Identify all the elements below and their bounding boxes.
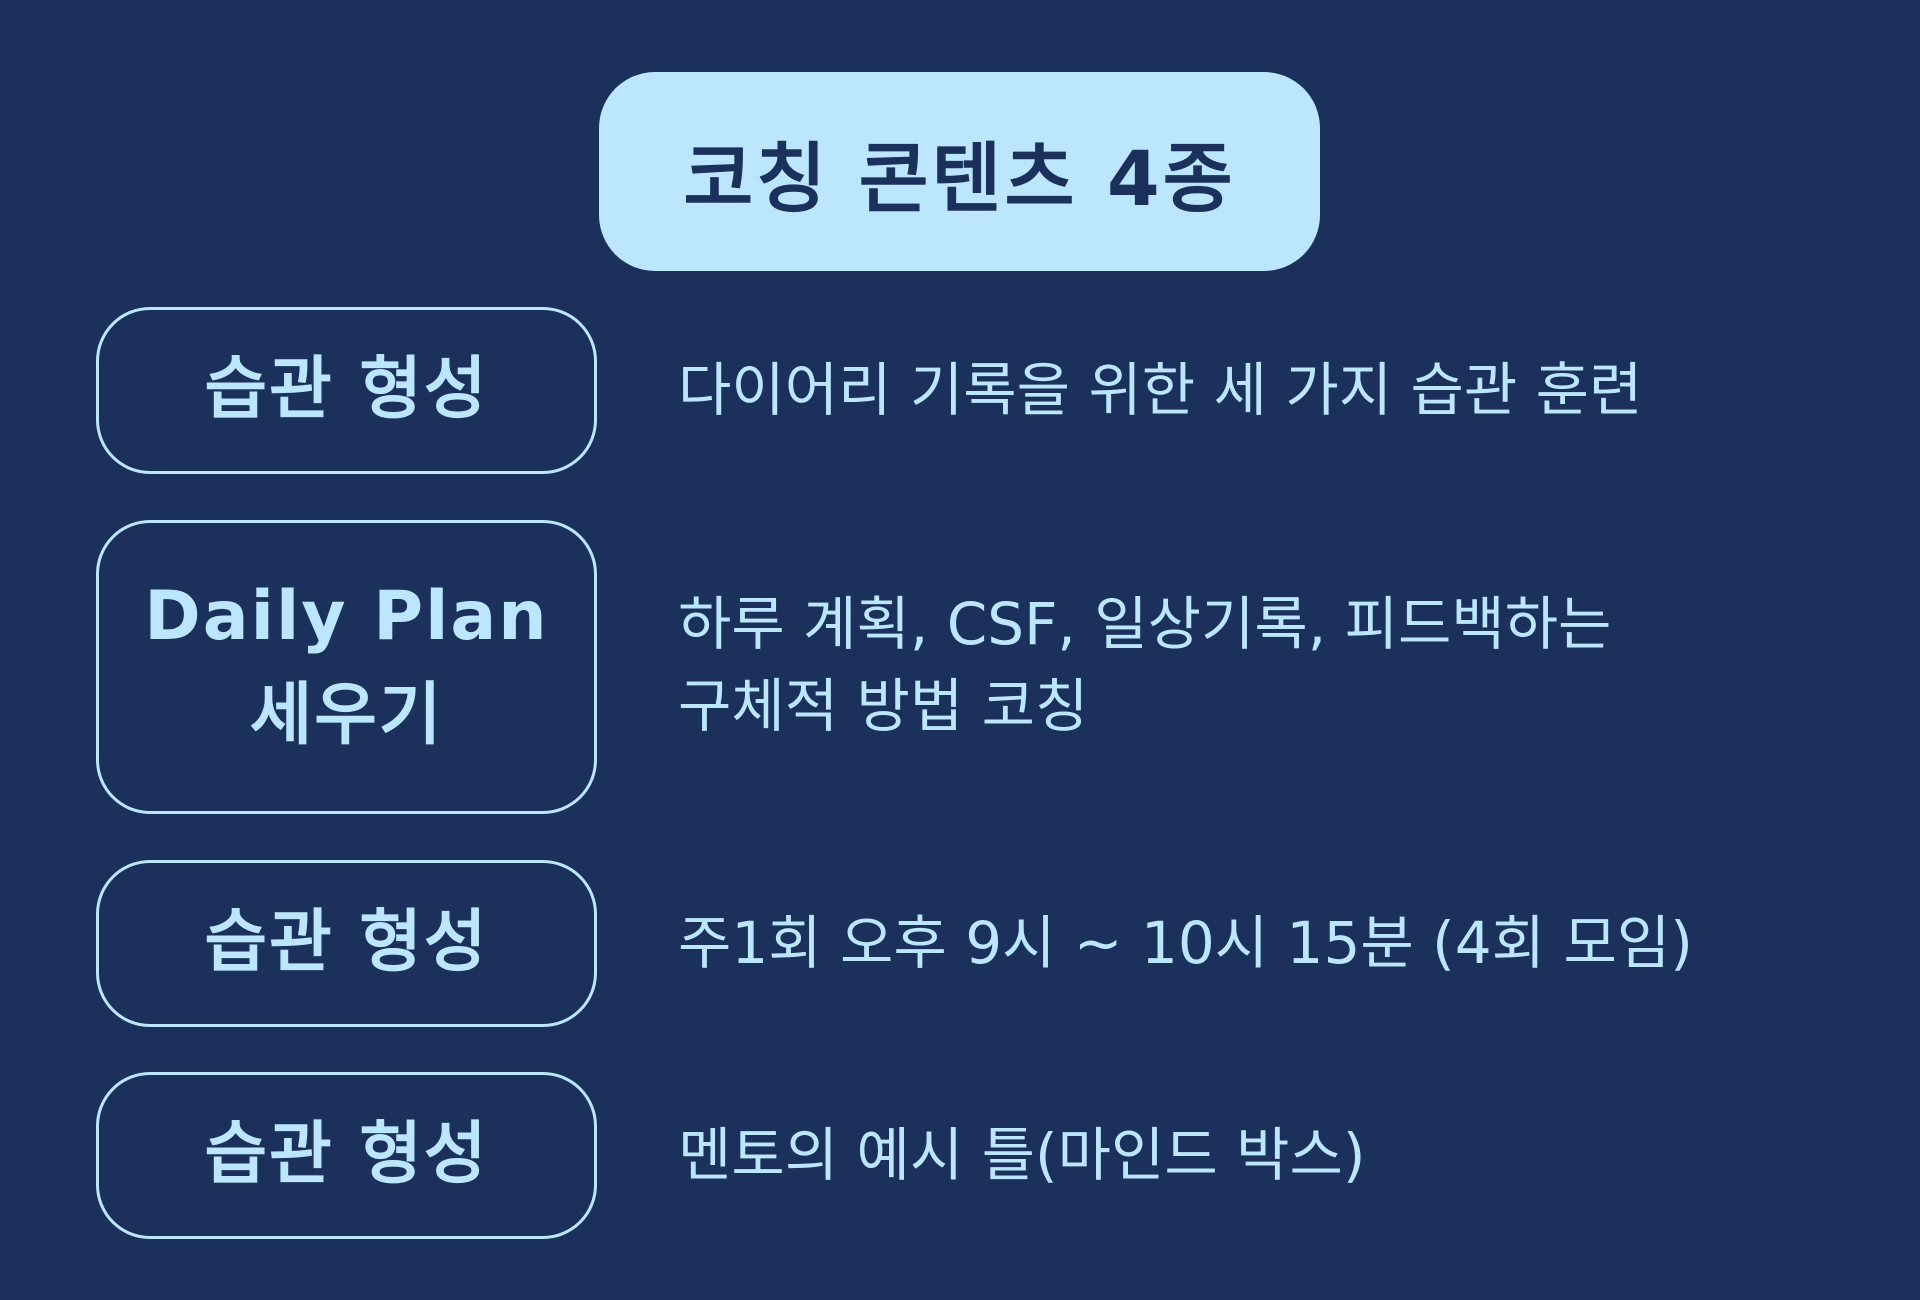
content-label-box-3: 습관 형성 <box>96 860 597 1027</box>
content-label-3-line-1: 습관 형성 <box>204 903 489 983</box>
content-description-4: 멘토의 예시 틀(마인드 박스) <box>678 1072 1366 1239</box>
content-label-box-1: 습관 형성 <box>96 307 597 474</box>
content-description-2-line-2: 구체적 방법 코칭 <box>678 672 1089 740</box>
content-label-box-2: Daily Plan 세우기 <box>96 520 597 814</box>
content-label-box-4: 습관 형성 <box>96 1072 597 1239</box>
content-label-4: 습관 형성 <box>205 1106 489 1205</box>
content-description-3: 주1회 오후 9시 ~ 10시 15분 (4회 모임) <box>678 860 1693 1027</box>
content-label-1-line-1: 습관 형성 <box>204 350 489 430</box>
content-description-1-line-1: 다이어리 기록을 위한 세 가지 습관 훈련 <box>678 356 1643 425</box>
content-label-1: 습관 형성 <box>205 341 489 440</box>
content-label-4-line-1: 습관 형성 <box>204 1115 489 1195</box>
content-label-2-line-2: 세우기 <box>249 676 444 755</box>
title-pill: 코칭 콘텐츠 4종 <box>599 72 1320 271</box>
content-description-2: 하루 계획, CSF, 일상기록, 피드백하는 구체적 방법 코칭 <box>678 560 1611 770</box>
content-description-2-line-1: 하루 계획, CSF, 일상기록, 피드백하는 <box>678 589 1612 658</box>
content-description-4-line-1: 멘토의 예시 틀(마인드 박스) <box>678 1121 1366 1190</box>
page-title: 코칭 콘텐츠 4종 <box>683 133 1236 223</box>
content-label-3: 습관 형성 <box>205 894 489 993</box>
content-description-3-line-1: 주1회 오후 9시 ~ 10시 15분 (4회 모임) <box>678 909 1693 978</box>
content-label-2: Daily Plan 세우기 <box>144 568 548 765</box>
content-description-1: 다이어리 기록을 위한 세 가지 습관 훈련 <box>678 307 1642 474</box>
content-label-2-line-1: Daily Plan <box>144 577 549 657</box>
